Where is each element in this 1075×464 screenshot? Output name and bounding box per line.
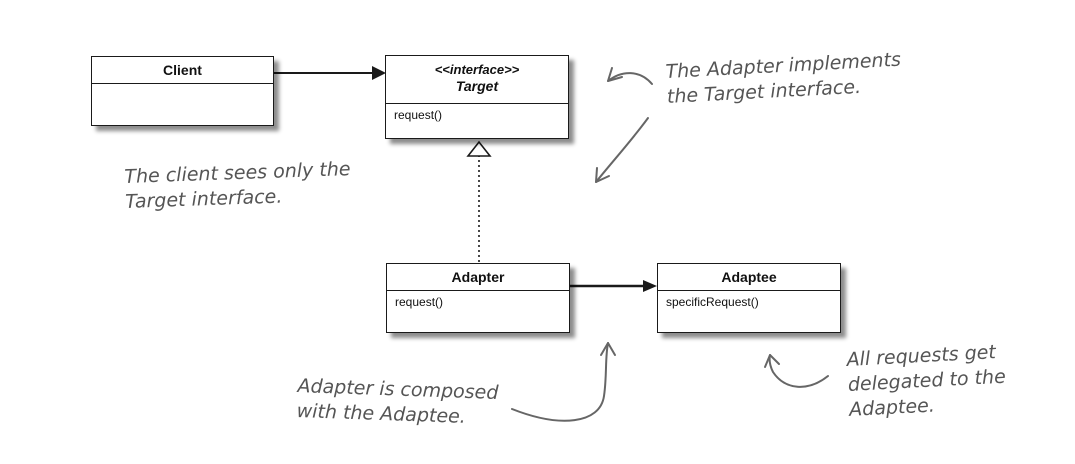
- target-interface-header: <<interface>> Target: [386, 56, 568, 104]
- note-arrow-to-adaptee: [764, 354, 829, 388]
- adaptee-class-name: Adaptee: [658, 264, 840, 291]
- note-adapter-composed: Adapter is composed with the Adaptee.: [296, 374, 499, 431]
- client-target-association: [274, 66, 386, 80]
- client-class: Client: [91, 56, 274, 126]
- adapter-class-name: Adapter: [387, 264, 569, 291]
- adapter-method: request(): [395, 295, 444, 309]
- note-requests-delegated: All requests get delegated to the Adapte…: [846, 340, 1008, 423]
- note-arrow-to-adapter: [595, 117, 649, 183]
- adapter-class: Adapter request(): [386, 263, 570, 333]
- note-arrow-curl-to-target: [607, 67, 653, 85]
- adaptee-class: Adaptee specificRequest(): [657, 263, 841, 333]
- adapter-adaptee-composition: [570, 280, 657, 292]
- client-class-body: [92, 84, 273, 92]
- target-interface: <<interface>> Target request(): [385, 55, 569, 139]
- client-class-name: Client: [92, 57, 273, 84]
- target-interface-name: Target: [455, 78, 499, 94]
- note-client-sees: The client sees only the Target interfac…: [124, 157, 352, 215]
- adaptee-method: specificRequest(): [666, 295, 759, 309]
- target-method: request(): [394, 108, 443, 122]
- target-stereotype: <<interface>>: [434, 62, 520, 77]
- adapter-realizes-target: [466, 140, 492, 262]
- note-arrow-to-composition: [511, 342, 616, 422]
